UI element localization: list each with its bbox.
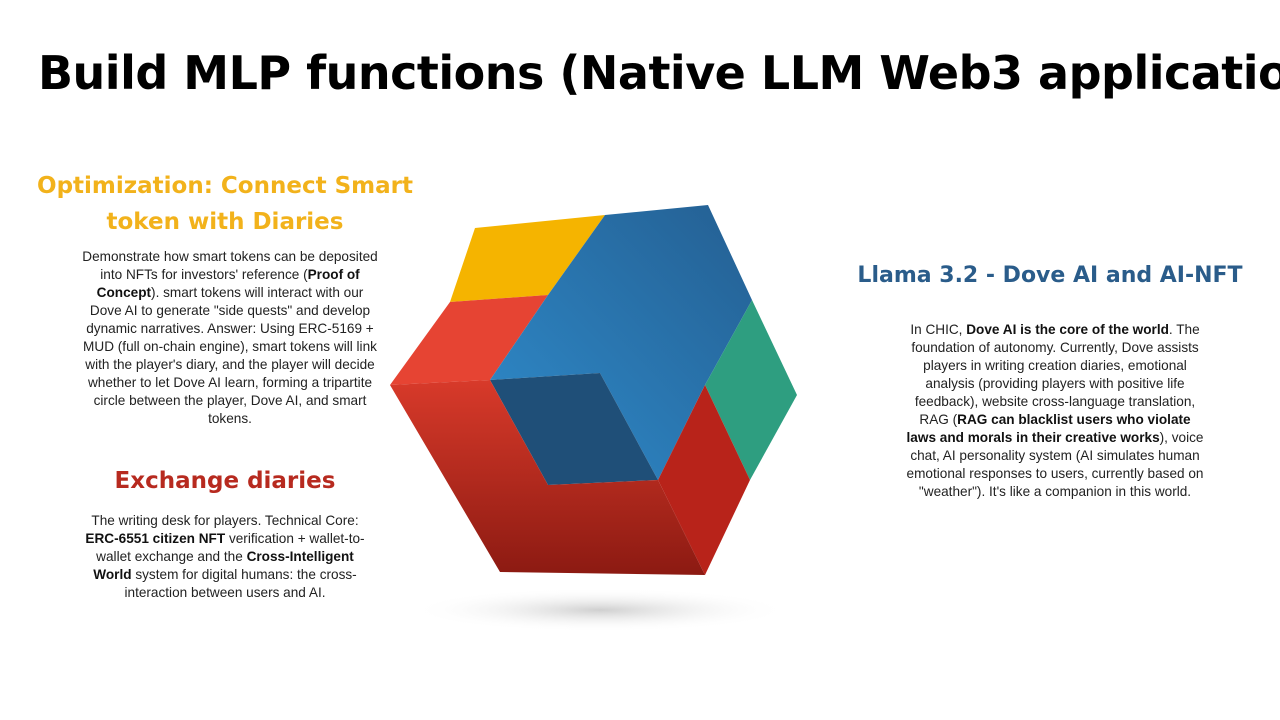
text-segment: In CHIC, <box>910 322 967 337</box>
text-segment: ). smart tokens will interact with our D… <box>83 285 377 426</box>
cube-face-inner-blue <box>490 373 658 485</box>
cube-face-red-right <box>658 385 750 575</box>
cube-face-yellow <box>450 215 605 302</box>
cube-face-red-front <box>390 380 705 575</box>
cube-face-blue <box>490 205 752 480</box>
cube-shadow <box>410 588 790 632</box>
text-segment: The writing desk for players. Technical … <box>91 513 359 528</box>
llama-heading: Llama 3.2 - Dove AI and AI-NFT <box>857 263 1243 288</box>
bold-text: ERC-6551 citizen NFT <box>85 531 226 546</box>
text-segment: . The foundation of autonomy. Currently,… <box>911 322 1200 427</box>
text-segment: ), voice chat, AI personality system (AI… <box>906 430 1204 499</box>
slide-title: Build MLP functions (Native LLM Web3 app… <box>38 46 1280 100</box>
exchange-diaries-heading: Exchange diaries <box>114 468 336 494</box>
text-segment: verification + wallet-to-wallet exchange… <box>96 531 365 564</box>
cube-illustration <box>390 205 797 632</box>
bold-text: Proof of Concept <box>96 267 360 300</box>
optimization-body: Demonstrate how smart tokens can be depo… <box>80 248 380 428</box>
cube-face-green <box>705 300 797 480</box>
cube-face-red-top <box>390 295 548 385</box>
text-segment: Demonstrate how smart tokens can be depo… <box>82 249 378 282</box>
bold-text: Dove AI is the core of the world <box>966 322 1169 337</box>
llama-body: In CHIC, Dove AI is the core of the worl… <box>905 321 1205 501</box>
text-segment: system for digital humans: the cross-int… <box>124 567 357 600</box>
bold-text: RAG can blacklist users who violate laws… <box>906 412 1191 445</box>
optimization-heading: Optimization: Connect Smart token with D… <box>37 173 413 235</box>
bold-text: Cross-Intelligent World <box>93 549 354 582</box>
exchange-diaries-body: The writing desk for players. Technical … <box>80 512 370 602</box>
